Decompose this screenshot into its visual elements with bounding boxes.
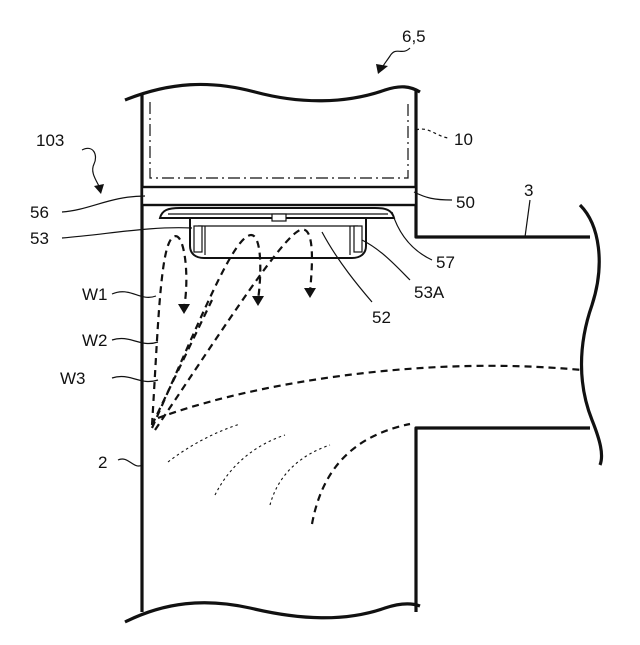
branch-duct-break-line [580, 205, 602, 465]
nozzle-right-rib [354, 226, 362, 252]
label-56: 56 [30, 203, 49, 222]
leader-10 [416, 129, 448, 138]
label-W1: W1 [82, 285, 108, 304]
airflow-W2-loop-a [152, 235, 260, 428]
leader-56 [62, 196, 145, 212]
label-W2: W2 [82, 331, 108, 350]
label-10: 10 [454, 130, 473, 149]
leader-3 [525, 200, 530, 237]
leader-50 [414, 192, 452, 200]
airflow-W1-arrowhead-3 [304, 288, 316, 298]
nozzle-left-rib [194, 226, 202, 252]
nozzle-tab-57 [272, 214, 286, 221]
base-plate-50 [142, 187, 416, 205]
leader-W1 [112, 292, 156, 298]
rising-flow-dotted-2 [215, 435, 285, 495]
airflow-W1-loop [152, 236, 186, 425]
airflow-W1-arrowhead-1 [178, 304, 190, 314]
leader-53 [62, 228, 192, 238]
duct-break-line-bottom [125, 603, 420, 622]
inner-unit-chain-line [150, 102, 408, 178]
label-6-5: 6,5 [402, 27, 426, 46]
label-57: 57 [436, 253, 455, 272]
airflow-W3-line [158, 366, 582, 418]
label-2: 2 [98, 453, 107, 472]
airflow-W2-line [152, 300, 212, 425]
leader-2 [118, 459, 142, 466]
airflow-W2-loop-b [155, 229, 312, 430]
rising-flow-dashed [312, 424, 410, 524]
rising-flow-dotted-1 [168, 424, 240, 462]
airflow-W1-arrowhead-2 [252, 296, 264, 306]
leader-52 [322, 232, 372, 302]
leader-103 [82, 148, 100, 188]
label-53: 53 [30, 229, 49, 248]
label-50: 50 [456, 193, 475, 212]
duct-right-wall-lower [416, 428, 590, 612]
leader-W3 [112, 376, 158, 381]
leader-53A [362, 240, 410, 280]
label-53A: 53A [414, 283, 445, 302]
label-52: 52 [372, 308, 391, 327]
label-3: 3 [524, 181, 533, 200]
leader-6-5-arrow [376, 64, 388, 74]
label-103: 103 [36, 131, 64, 150]
leader-W2 [112, 338, 158, 343]
label-W3: W3 [60, 369, 86, 388]
leader-103-arrow [94, 184, 104, 194]
housing-break-line-top [125, 84, 420, 100]
duct-right-wall-upper [416, 205, 590, 237]
leader-6-5 [382, 48, 410, 68]
rising-flow-dotted-3 [270, 445, 330, 505]
